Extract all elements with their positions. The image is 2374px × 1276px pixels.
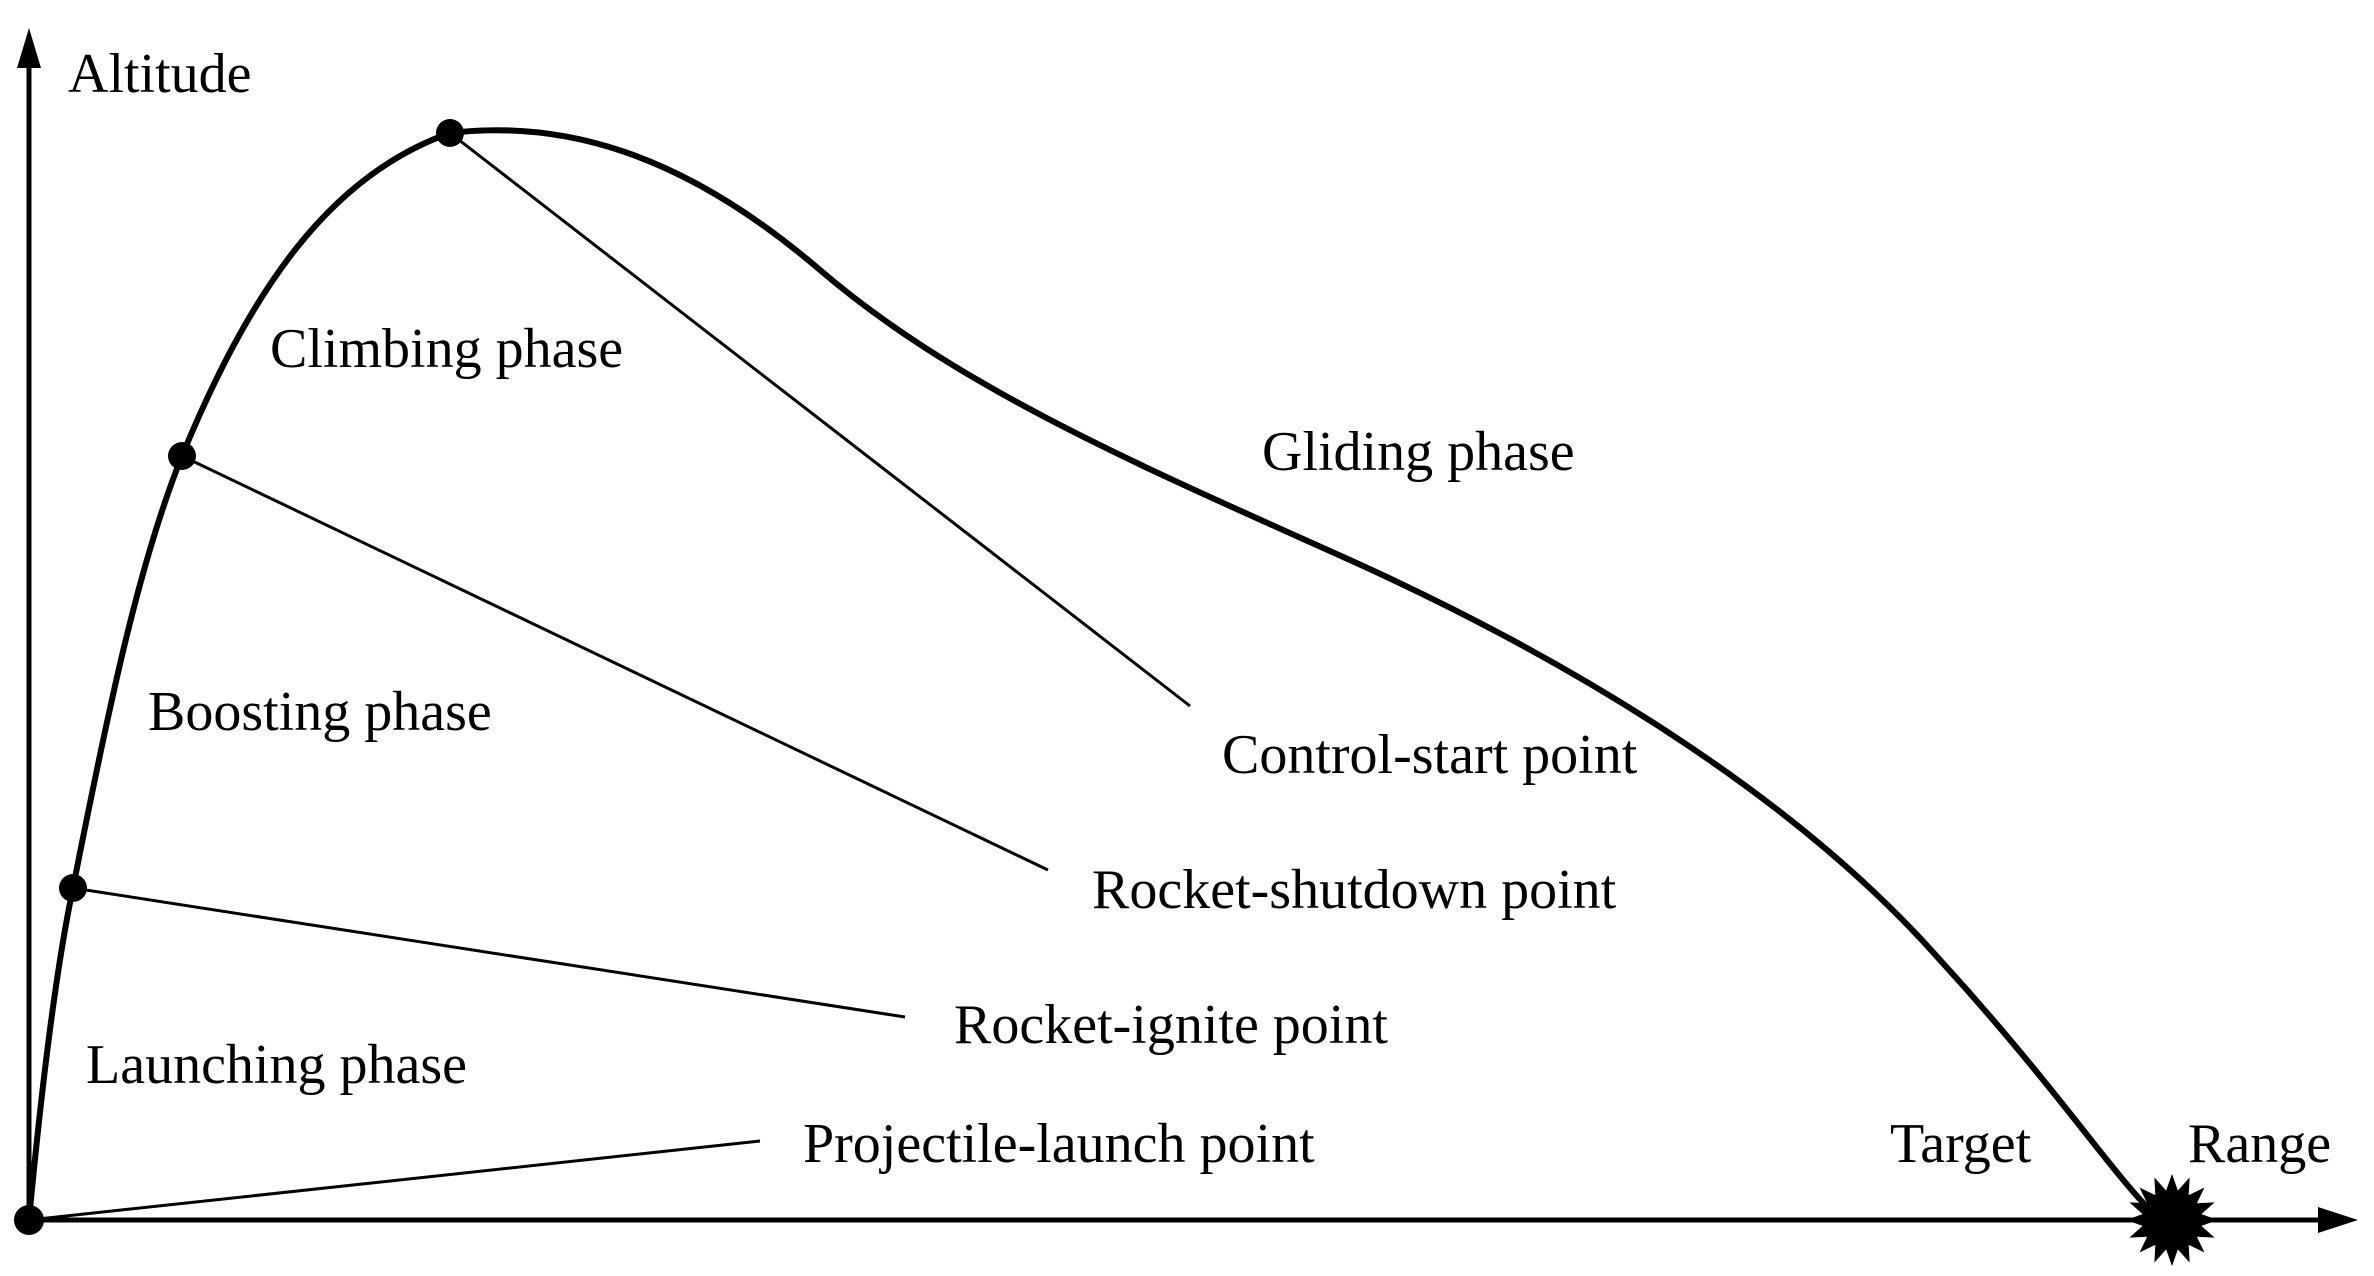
trajectory-curve bbox=[26, 127, 2153, 1223]
boosting-phase-label: Boosting phase bbox=[148, 681, 492, 743]
target-burst-icon bbox=[2126, 1174, 2218, 1266]
gliding-phase-label: Gliding phase bbox=[1262, 421, 1575, 483]
rocket-shutdown-point-marker bbox=[168, 442, 196, 470]
range-axis-arrowhead bbox=[2318, 1207, 2358, 1233]
projectile-launch-point-label: Projectile-launch point bbox=[803, 1113, 1315, 1175]
leader-rocket-ignite bbox=[72, 886, 906, 1019]
range-axis-label: Range bbox=[2188, 1113, 2331, 1175]
leader-rocket-shutdown bbox=[181, 454, 1049, 872]
target-label: Target bbox=[1890, 1113, 2032, 1175]
control-start-point-label: Control-start point bbox=[1222, 724, 1638, 786]
control-start-point-marker bbox=[436, 119, 464, 147]
rocket-shutdown-point-label: Rocket-shutdown point bbox=[1092, 859, 1617, 921]
altitude-axis-arrowhead bbox=[17, 28, 41, 68]
rocket-ignite-point-marker bbox=[59, 874, 87, 902]
leader-control-start bbox=[449, 131, 1191, 708]
leader-projectile-launch bbox=[28, 1139, 761, 1222]
rocket-ignite-point-label: Rocket-ignite point bbox=[954, 994, 1388, 1056]
projectile-launch-point-marker bbox=[14, 1205, 44, 1235]
altitude-axis-label: Altitude bbox=[68, 43, 252, 105]
launching-phase-label: Launching phase bbox=[86, 1034, 467, 1096]
climbing-phase-label: Climbing phase bbox=[270, 318, 623, 380]
